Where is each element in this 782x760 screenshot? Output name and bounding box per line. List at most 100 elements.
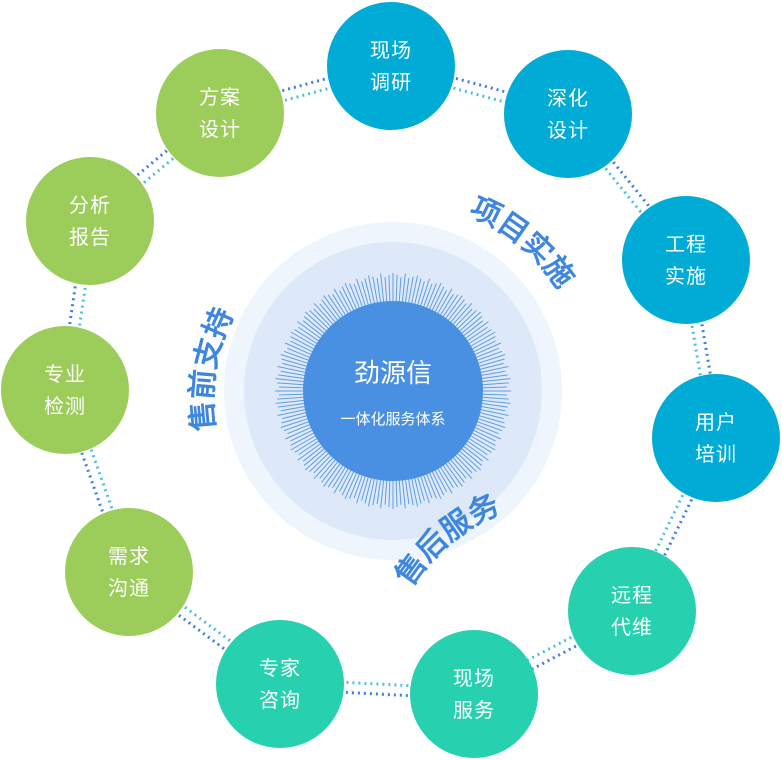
tick-mark	[333, 288, 350, 316]
tick-mark	[410, 275, 419, 306]
tick-mark	[313, 453, 333, 474]
tick-mark	[468, 434, 496, 451]
node-label-line2: 调研	[370, 70, 412, 94]
tick-mark	[480, 374, 508, 380]
node-label-line2: 检测	[44, 394, 86, 418]
tick-mark	[356, 278, 367, 308]
node-label-line2: 实施	[665, 264, 707, 288]
tick-mark	[290, 336, 316, 351]
tick-mark	[297, 442, 323, 461]
tick-mark	[470, 431, 496, 446]
tick-mark	[458, 311, 482, 333]
tick-mark	[278, 402, 306, 408]
tick-mark	[287, 347, 312, 359]
node-requirement-communication[interactable]: 需求 沟通	[65, 508, 193, 636]
node-expert-consulting[interactable]: 专家 咨询	[216, 620, 344, 748]
node-label-line1: 分析	[69, 193, 111, 217]
tick-mark	[275, 378, 306, 383]
node-label-line2: 代维	[611, 615, 653, 639]
tick-mark	[290, 340, 315, 353]
tick-mark	[278, 374, 306, 380]
node-label-line2: 沟通	[108, 576, 150, 600]
tick-mark	[476, 354, 506, 365]
tick-mark	[462, 320, 484, 338]
tick-mark	[422, 473, 433, 499]
node-remote-maintenance[interactable]: 远程 代维	[568, 547, 696, 675]
tick-mark	[395, 275, 398, 304]
tick-mark	[277, 408, 308, 417]
tick-mark	[478, 411, 504, 420]
tick-mark	[304, 311, 328, 333]
tick-mark	[441, 463, 459, 488]
tick-mark	[410, 476, 419, 507]
tick-mark	[367, 275, 376, 306]
tick-mark	[380, 478, 385, 509]
dotted-connector	[85, 108, 218, 219]
node-label-line1: 工程	[665, 232, 707, 256]
tick-mark	[413, 476, 422, 504]
tick-mark	[467, 437, 492, 453]
tick-mark	[372, 477, 379, 506]
node-detailed-design[interactable]: 深化 设计	[504, 50, 632, 178]
tick-mark	[463, 442, 489, 461]
tick-mark	[281, 414, 309, 424]
tick-mark	[302, 444, 324, 462]
tick-mark	[478, 365, 509, 374]
tick-mark	[478, 362, 504, 371]
tick-mark	[283, 420, 311, 432]
tick-mark	[441, 294, 459, 319]
tick-mark	[407, 276, 414, 305]
tick-mark	[280, 405, 307, 412]
node-solution-design[interactable]: 方案 设计	[156, 49, 284, 177]
node-site-survey[interactable]: 现场 调研	[327, 2, 455, 130]
tick-mark	[364, 278, 373, 306]
tick-mark	[277, 396, 306, 400]
tick-mark	[304, 449, 328, 471]
tick-mark	[419, 278, 430, 308]
tick-mark	[380, 273, 385, 304]
node-professional-testing[interactable]: 专业 检测	[1, 326, 129, 454]
node-onsite-service[interactable]: 现场 服务	[410, 630, 538, 758]
tick-mark	[290, 431, 316, 446]
tick-mark	[465, 439, 488, 456]
dotted-connector	[68, 221, 97, 391]
tick-mark	[282, 411, 308, 420]
tick-mark	[480, 386, 507, 389]
tick-mark	[321, 460, 340, 483]
dotted-connector	[58, 391, 126, 575]
tick-mark	[474, 423, 499, 435]
tick-mark	[376, 478, 382, 504]
dotted-connector	[635, 439, 722, 614]
node-analysis-report[interactable]: 分析 报告	[26, 157, 154, 285]
tick-mark	[364, 476, 373, 504]
tick-mark	[376, 278, 382, 304]
tick-mark	[480, 382, 509, 386]
node-user-training[interactable]: 用户 培训	[652, 374, 780, 502]
tick-mark	[284, 342, 313, 356]
tick-mark	[327, 463, 345, 488]
node-engineering-implementation[interactable]: 工程 实施	[622, 196, 750, 324]
tick-mark	[298, 439, 321, 456]
node-label-line1: 现场	[370, 38, 412, 62]
tick-mark	[298, 326, 321, 343]
node-label-line2: 咨询	[259, 688, 301, 712]
tick-mark	[284, 426, 313, 440]
tick-mark	[451, 302, 473, 326]
tick-mark	[439, 294, 454, 317]
tick-mark	[302, 320, 324, 338]
dotted-connector	[279, 687, 474, 701]
tick-mark	[290, 429, 315, 442]
tick-mark	[341, 286, 355, 313]
tick-mark	[425, 472, 437, 499]
tick-mark	[433, 468, 447, 492]
node-label-line2: 服务	[453, 698, 495, 722]
tick-mark	[280, 354, 310, 365]
node-label-line1: 需求	[108, 544, 150, 568]
tick-mark	[303, 316, 326, 335]
tick-mark	[356, 474, 367, 504]
tick-mark	[407, 477, 414, 506]
node-label-line1: 专家	[259, 656, 301, 680]
tick-mark	[416, 281, 425, 307]
tick-mark	[279, 386, 306, 389]
